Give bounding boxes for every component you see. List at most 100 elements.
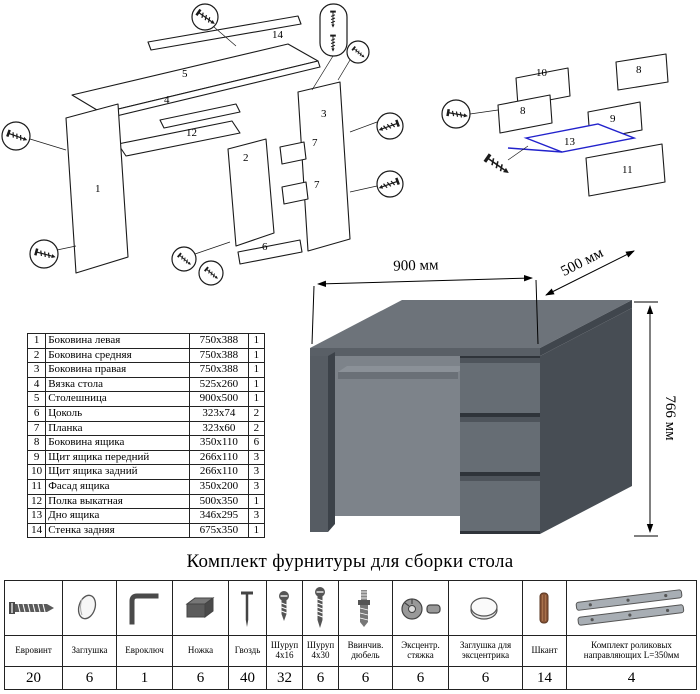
page-title: Комплект фурнитуры для сборки стола: [186, 551, 514, 572]
part-name: Боковина правая: [45, 362, 191, 378]
part-qty: 3: [247, 449, 266, 466]
leg-icon: [185, 597, 215, 618]
part-name: Щит ящика задний: [45, 464, 191, 480]
part-size: 750x388: [189, 333, 249, 349]
euroscrew-icon: [9, 602, 54, 614]
pedestal-right-side: [540, 308, 632, 534]
part-size: 500x350: [189, 493, 249, 510]
part-name: Цоколь: [45, 405, 191, 422]
label-3: 3: [321, 108, 327, 120]
exploded-diagram-drawer: 10 8 8 9 13 11: [441, 53, 669, 197]
hardware-qty: 20: [4, 666, 63, 690]
desk-top-right-edge: [540, 300, 632, 356]
table-row: 6 Цоколь 323x74 2: [26, 405, 266, 422]
part-size: 750x388: [189, 347, 249, 364]
part-size: 525x260: [189, 376, 249, 393]
hardware-qty: 1: [116, 666, 173, 690]
hardware-qty: 6: [448, 666, 523, 690]
drawer-front-2-shadow: [460, 417, 540, 422]
table-row: 11 Фасад ящика 350x200 3: [26, 478, 266, 495]
hardware-name: Комплект роликовых направляющих L=350мм: [566, 635, 697, 667]
table-row: 14 Стенка задняя 675x350 1: [26, 522, 266, 539]
part-name: Боковина средняя: [45, 347, 191, 364]
drawer-back-10: [515, 67, 571, 107]
label-12: 12: [186, 127, 197, 139]
desk-left-leg-panel: [310, 356, 328, 532]
hardware-qty: 6: [302, 666, 339, 690]
label-11: 11: [622, 164, 633, 176]
drawer-bottom-13: [523, 123, 637, 153]
part-name: Боковина левая: [45, 333, 191, 349]
part-qty: 3: [247, 478, 266, 495]
part-qty: 6: [247, 435, 266, 451]
label-13: 13: [564, 136, 576, 148]
table-row: 7 Планка 323x60 2: [26, 420, 266, 437]
dowel-bolt-icon: [358, 590, 370, 627]
part-qty: 2: [247, 420, 266, 437]
hardware-qty: 4: [566, 666, 697, 690]
cam-lock-icon: [401, 598, 441, 620]
part-name: Полка выкатная: [45, 493, 191, 510]
keyboard-tray-top: [338, 366, 467, 372]
table-row: 8 Боковина ящика 350x110 6: [26, 435, 266, 451]
hardware-qty: 6: [62, 666, 117, 690]
table-row: 3 Боковина правая 750x388 1: [26, 362, 266, 378]
hardware-kit-table: Евровинт Заглушка Евроключ Ножка Гвоздь …: [4, 580, 697, 690]
part-size: 675x350: [189, 522, 249, 539]
part-name: Фасад ящика: [45, 478, 191, 495]
cam-lock-icon-cell: [392, 580, 449, 636]
depth-label: 500 мм: [558, 248, 606, 280]
keyboard-tray-front: [338, 372, 458, 379]
table-row: 10 Щит ящика задний 266x110 3: [26, 464, 266, 480]
panel-plank-7a: [279, 141, 307, 165]
dowel-bolt-icon-cell: [338, 580, 393, 636]
label-7b: 7: [314, 179, 320, 191]
table-row: 13 Дно ящика 346x295 3: [26, 508, 266, 524]
part-qty: 1: [247, 522, 266, 539]
hardware-name: Заглушка: [62, 635, 117, 667]
label-9: 9: [610, 113, 616, 125]
part-number: 1: [26, 333, 47, 349]
hardware-qty: 6: [172, 666, 229, 690]
dimension-width: [311, 275, 539, 345]
part-name: Планка: [45, 420, 191, 437]
label-6: 6: [262, 241, 268, 253]
table-row: 9 Щит ящика передний 266x110 3: [26, 449, 266, 466]
panel-back-14: [147, 15, 302, 51]
part-qty: 3: [247, 508, 266, 524]
part-size: 750x388: [189, 362, 249, 378]
part-name: Боковина ящика: [45, 435, 191, 451]
part-size: 323x60: [189, 420, 249, 437]
wood-pin-icon-cell: [522, 580, 567, 636]
part-number: 5: [26, 391, 47, 407]
cap-icon: [77, 594, 97, 620]
screw-short-icon-cell: [266, 580, 303, 636]
leg-icon-cell: [172, 580, 229, 636]
panel-plinth-6: [237, 239, 303, 265]
hardware-qty: 14: [522, 666, 567, 690]
label-4: 4: [164, 94, 170, 106]
label-10: 10: [536, 67, 548, 79]
part-qty: 1: [247, 347, 266, 364]
desk-bay-back: [328, 356, 460, 516]
part-number: 12: [26, 493, 47, 510]
panel-brace-4: [159, 103, 241, 129]
hardware-name: Гвоздь: [228, 635, 267, 667]
part-name: Вязка стола: [45, 376, 191, 393]
panel-plank-7b: [281, 181, 309, 205]
label-7a: 7: [312, 137, 318, 149]
drawer-side-8b: [497, 94, 553, 134]
hardware-name: Евровинт: [4, 635, 63, 667]
part-number-labels: 14 5 4 12 2 1 3 7 7 6: [95, 29, 327, 253]
label-8b: 8: [520, 105, 526, 117]
hardware-qty: 40: [228, 666, 267, 690]
part-number: 13: [26, 508, 47, 524]
rails-icon-cell: [566, 580, 697, 636]
drawer-front-1-shadow: [460, 358, 540, 363]
width-label: 900 мм: [393, 257, 439, 274]
dimension-height: [634, 301, 658, 537]
part-size: 350x110: [189, 435, 249, 451]
part-size: 346x295: [189, 508, 249, 524]
height-label: 766 мм: [662, 395, 678, 441]
label-14: 14: [272, 29, 284, 41]
